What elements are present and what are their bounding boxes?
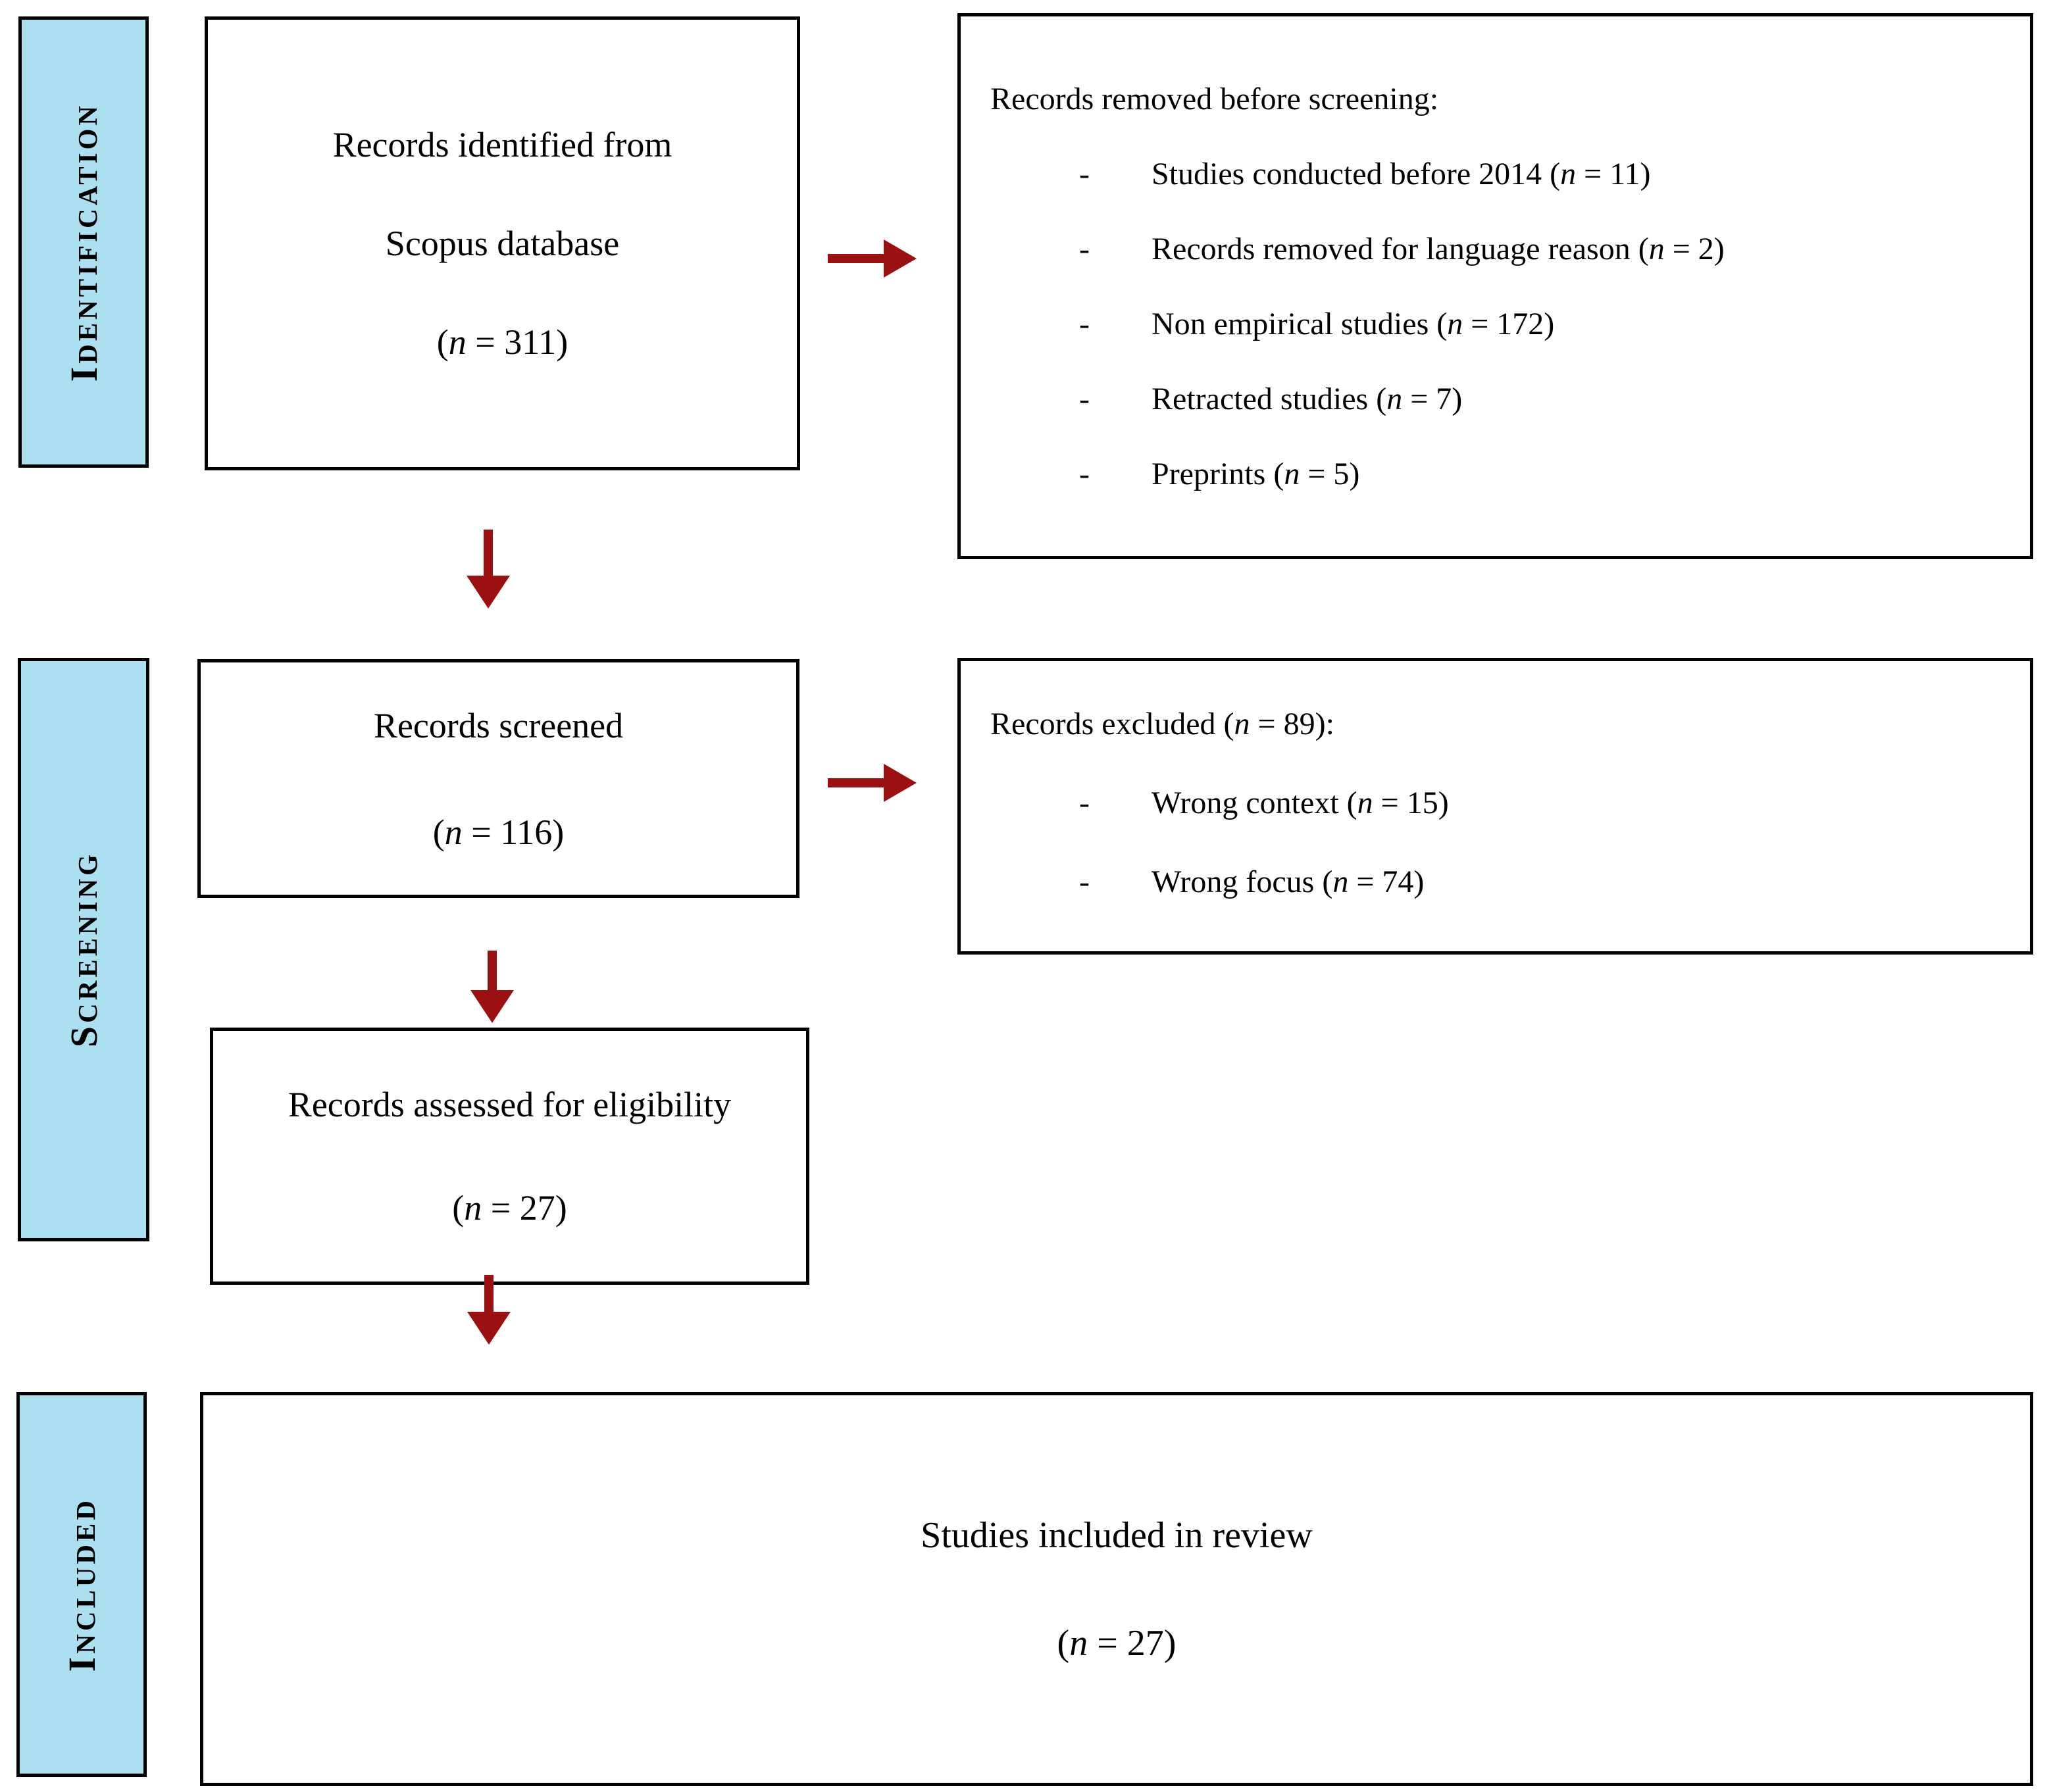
arrow-head [884, 764, 917, 802]
records-identified-line1: Records identified from [332, 125, 672, 164]
arrow-head [467, 576, 510, 609]
dash-bullet-icon: - [1079, 785, 1090, 820]
arrow-down-identified-to-screened-icon [467, 530, 510, 609]
stage-label-included-text: Included [60, 1497, 103, 1672]
removed-item-text: Preprints (n = 5) [1152, 457, 1360, 491]
arrow-shaft [488, 951, 497, 990]
records-screened-count: (n = 116) [432, 812, 565, 852]
removed-item-text: Records removed for language reason (n =… [1152, 232, 1725, 266]
studies-included-line1: Studies included in review [921, 1514, 1313, 1556]
dash-bullet-icon: - [1079, 864, 1090, 899]
dash-bullet-icon: - [1079, 382, 1090, 416]
arrow-down-assessed-to-included-icon [467, 1275, 511, 1345]
records-identified-count: (n = 311) [436, 322, 569, 362]
arrow-shaft [484, 530, 493, 576]
excluded-item-row: - Wrong focus (n = 74) [1079, 862, 2004, 903]
excluded-item-row: - Wrong context (n = 15) [1079, 783, 2004, 824]
dash-bullet-icon: - [1079, 457, 1090, 491]
arrow-shaft [828, 254, 884, 263]
removed-item-row: - Retracted studies (n = 7) [1079, 379, 2004, 420]
removed-item-row: - Studies conducted before 2014 (n = 11) [1079, 154, 2004, 195]
stage-label-identification: Identification [18, 16, 149, 468]
excluded-item-text: Wrong context (n = 15) [1152, 785, 1449, 820]
box-records-identified: Records identified from Scopus database … [205, 16, 800, 470]
records-excluded-heading: Records excluded (n = 89): [990, 707, 1334, 741]
dash-bullet-icon: - [1079, 157, 1090, 191]
removed-item-text: Retracted studies (n = 7) [1152, 382, 1463, 416]
excluded-item-text: Wrong focus (n = 74) [1152, 864, 1425, 899]
arrow-down-screened-to-assessed-icon [470, 951, 514, 1023]
box-records-screened: Records screened (n = 116) [197, 659, 799, 898]
arrow-right-screened-to-excluded-icon [828, 764, 917, 802]
stage-label-screening: Screening [18, 658, 149, 1241]
arrow-right-identified-to-removed-icon [828, 239, 917, 278]
removed-item-text: Non empirical studies (n = 172) [1152, 307, 1555, 341]
arrow-head [884, 239, 917, 278]
box-records-assessed: Records assessed for eligibility (n = 27… [210, 1028, 809, 1285]
dash-bullet-icon: - [1079, 232, 1090, 266]
removed-item-text: Studies conducted before 2014 (n = 11) [1152, 157, 1651, 191]
arrow-shaft [484, 1275, 494, 1312]
stage-label-included: Included [16, 1392, 147, 1777]
records-assessed-count: (n = 27) [452, 1188, 567, 1228]
arrow-head [467, 1312, 511, 1345]
removed-item-row: - Records removed for language reason (n… [1079, 229, 2004, 270]
box-records-removed: Records removed before screening: - Stud… [957, 13, 2033, 559]
box-records-excluded: Records excluded (n = 89): - Wrong conte… [957, 658, 2033, 955]
records-removed-heading: Records removed before screening: [990, 82, 1439, 116]
removed-item-row: - Non empirical studies (n = 172) [1079, 304, 2004, 345]
records-assessed-line1: Records assessed for eligibility [288, 1085, 732, 1124]
studies-included-count: (n = 27) [1057, 1622, 1177, 1664]
box-studies-included: Studies included in review (n = 27) [200, 1392, 2033, 1786]
dash-bullet-icon: - [1079, 307, 1090, 341]
removed-item-row: - Preprints (n = 5) [1079, 454, 2004, 495]
records-screened-line1: Records screened [373, 705, 624, 745]
records-identified-line2: Scopus database [385, 224, 620, 263]
arrow-shaft [828, 778, 884, 787]
arrow-head [470, 990, 514, 1023]
stage-label-screening-text: Screening [62, 851, 105, 1048]
stage-label-identification-text: Identification [62, 102, 105, 382]
